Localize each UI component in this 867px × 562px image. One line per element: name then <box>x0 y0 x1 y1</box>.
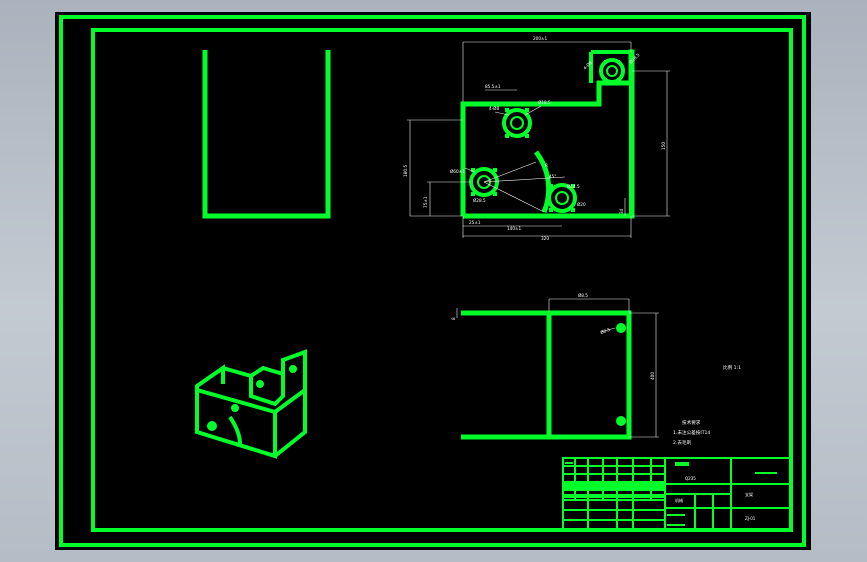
title-drawing-no: ZJ-01 <box>745 516 756 521</box>
top-view-dimensions <box>407 41 670 238</box>
dim-vertical-left: 180.5 <box>403 165 408 177</box>
dim-hole-left-ring: Ø28.5 <box>473 198 486 203</box>
scale-note: 比例 1:1 <box>723 364 741 371</box>
top-view-dim-text: 200±1 85.5±1 4-Ø8 Ø18.5 4-Ø8 Ø18.5 Ø60±1… <box>403 36 666 241</box>
cad-viewport[interactable]: 200±1 85.5±1 4-Ø8 Ø18.5 4-Ø8 Ø18.5 Ø60±1… <box>55 12 811 550</box>
title-block: Q235 支架 机械 ZJ-01 <box>562 457 792 531</box>
isometric-view <box>195 349 307 459</box>
dim-side-left-small: 8 <box>451 317 456 320</box>
title-company: 机械 <box>675 497 683 503</box>
dim-hole-left: Ø60±1 <box>450 169 465 174</box>
dim-side-height: 400 <box>650 372 655 380</box>
dim-hole-top-right: 4-Ø8 <box>582 60 593 71</box>
hole-top-right <box>599 58 625 84</box>
tech-title: 技术要求 <box>682 419 701 426</box>
dim-hole-mid-ring: Ø18.5 <box>538 100 551 105</box>
top-view: 200±1 85.5±1 4-Ø8 Ø18.5 4-Ø8 Ø18.5 Ø60±1… <box>403 36 670 241</box>
dim-vertical-right-small: 34 <box>619 208 624 214</box>
dim-bottom-left-small: 25±1 <box>469 220 481 225</box>
side-view-dimensions <box>456 298 659 438</box>
dim-left-offset: 85.5±1 <box>485 84 501 89</box>
cad-drawing: 200±1 85.5±1 4-Ø8 Ø18.5 4-Ø8 Ø18.5 Ø60±1… <box>59 15 806 547</box>
dim-arc-radius: R <box>545 163 548 168</box>
inner-border <box>91 28 793 532</box>
dim-hole-mid: 4-Ø8 <box>489 106 499 111</box>
dim-hole-right-label: Ø20 <box>577 202 586 207</box>
dim-hole-right-small: Ø14.5 <box>567 184 580 189</box>
front-view-u-channel <box>202 50 331 219</box>
dim-bottom-mid: 140±1 <box>507 226 522 231</box>
tech-line2: 2.去毛刺 <box>673 439 692 446</box>
dim-vertical-right: 150 <box>661 142 666 150</box>
hole-mid <box>502 108 532 138</box>
title-part-name: 支架 <box>745 491 753 497</box>
dim-overall-width: 200±1 <box>533 36 548 41</box>
side-view: Ø8.5 Ø8.5 400 8 <box>451 293 659 440</box>
arc-slot <box>533 150 552 213</box>
dim-side-top-width: Ø8.5 <box>578 293 588 298</box>
title-material: Q235 <box>685 476 696 481</box>
dim-vertical-left-inner: 75±1 <box>423 196 428 208</box>
dim-bottom-overall: 320 <box>541 236 549 241</box>
tech-line1: 1.未注公差按IT14 <box>673 429 710 436</box>
dim-arc-angle: 45° <box>549 174 556 179</box>
outer-border <box>59 15 806 547</box>
dim-side-hole: Ø8.5 <box>600 327 611 335</box>
